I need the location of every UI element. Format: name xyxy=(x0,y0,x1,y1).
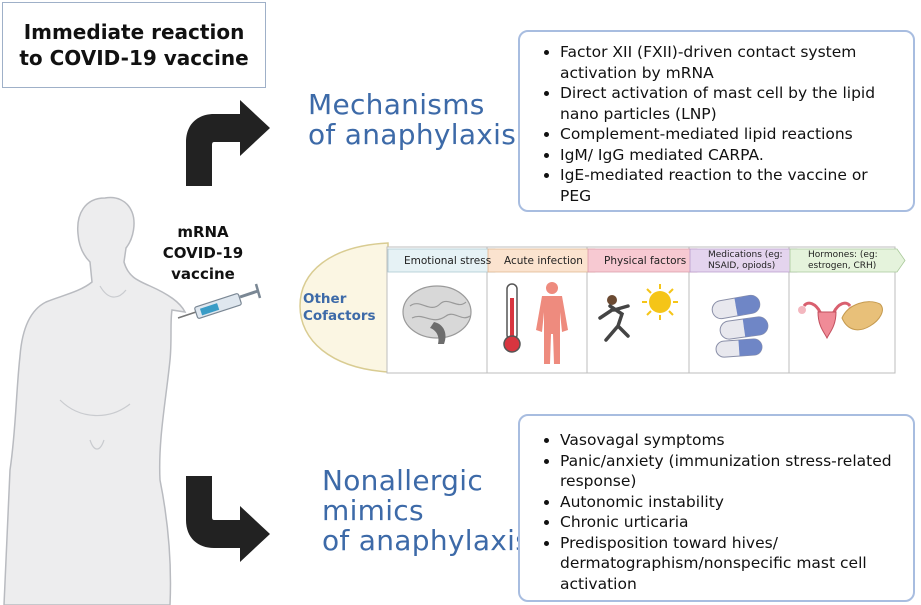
cofactors-panel xyxy=(299,242,906,374)
mimic-item: Vasovagal symptoms xyxy=(560,430,903,451)
cofactor-label: Emotional stress xyxy=(404,254,492,267)
mimic-item: Chronic urticaria xyxy=(560,512,903,533)
cofactor-label: Medications (eg: NSAID, opiods) xyxy=(708,249,783,271)
organs-icon xyxy=(798,301,883,340)
cofactor-label: Physical factors xyxy=(604,254,687,267)
cofactor-tag-physical-factors: Physical factors xyxy=(596,249,696,272)
mimics-heading-line-3: of anaphylaxis xyxy=(322,524,531,557)
title-line-2: to COVID-19 vaccine xyxy=(19,46,249,70)
mechanisms-heading: Mechanisms of anaphylaxis xyxy=(308,90,516,150)
human-figure-icon xyxy=(3,196,187,605)
cofactors-label-line-1: Other xyxy=(303,291,347,307)
mimics-heading: Nonallergic mimics of anaphylaxis xyxy=(322,466,530,556)
mechanism-item: Direct activation of mast cell by the li… xyxy=(560,83,903,124)
syringe-icon xyxy=(177,283,262,319)
mechanism-item: Complement-mediated lipid reactions xyxy=(560,124,903,145)
title-box: Immediate reaction to COVID-19 vaccine xyxy=(2,2,266,88)
mimic-item: Autonomic instability xyxy=(560,492,903,513)
mechanism-item: IgE-mediated reaction to the vaccine or … xyxy=(560,165,903,206)
mimics-list: Vasovagal symptoms Panic/anxiety (immuni… xyxy=(538,422,903,594)
mimic-item: Predisposition toward hives/ dermatograp… xyxy=(560,533,903,595)
exercise-sun-icon xyxy=(598,284,678,342)
mimic-item: Panic/anxiety (immunization stress-relat… xyxy=(560,451,903,492)
figure-details xyxy=(59,285,131,450)
cofactors-label-line-2: Cofactors xyxy=(303,308,376,324)
arrow-down-right-icon xyxy=(186,476,270,562)
cofactor-tag-hormones: Hormones: (eg: estrogen, CRH) xyxy=(800,249,896,272)
arrow-up-right-icon xyxy=(186,100,270,186)
mechanism-item: IgM/ IgG mediated CARPA. xyxy=(560,145,903,166)
mechanisms-list: Factor XII (FXII)-driven contact system … xyxy=(538,38,903,206)
mimics-heading-line-1: Nonallergic xyxy=(322,464,484,497)
mechanisms-heading-line-1: Mechanisms xyxy=(308,88,485,121)
fever-icon xyxy=(503,282,568,364)
vaccine-label-line-3: vaccine xyxy=(171,265,235,283)
vaccine-label-line-2: COVID-19 xyxy=(162,244,244,262)
pills-icon xyxy=(711,294,769,358)
cofactor-tag-emotional-stress: Emotional stress xyxy=(396,249,496,272)
vaccine-label: mRNA COVID-19 vaccine xyxy=(152,222,254,285)
cofactor-label: Hormones: (eg: estrogen, CRH) xyxy=(808,249,878,271)
mechanism-item: Factor XII (FXII)-driven contact system … xyxy=(560,42,903,83)
cofactor-label: Acute infection xyxy=(504,254,583,267)
mechanisms-heading-line-2: of anaphylaxis xyxy=(308,118,517,151)
mimics-heading-line-2: mimics xyxy=(322,494,424,527)
mimics-box: Vasovagal symptoms Panic/anxiety (immuni… xyxy=(518,414,915,602)
vaccine-label-line-1: mRNA xyxy=(177,223,229,241)
title-line-1: Immediate reaction xyxy=(23,20,245,44)
mechanisms-box: Factor XII (FXII)-driven contact system … xyxy=(518,30,915,212)
cofactor-tag-acute-infection: Acute infection xyxy=(496,249,596,272)
brain-icon xyxy=(402,285,472,344)
other-cofactors-label: Other Cofactors xyxy=(303,291,393,325)
cofactor-tag-medications: Medications (eg: NSAID, opiods) xyxy=(700,249,800,272)
